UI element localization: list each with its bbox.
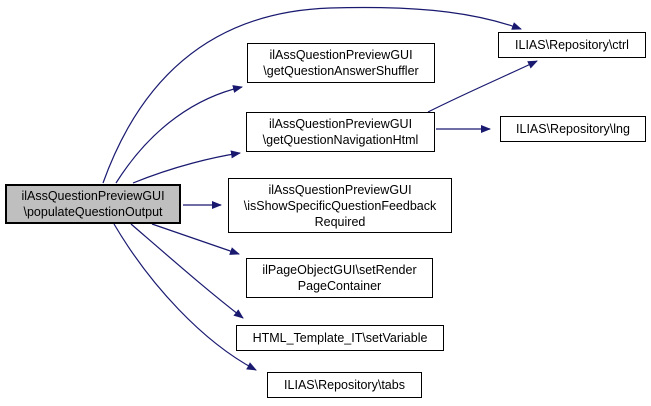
node-get-question-navigation-html[interactable]: ilAssQuestionPreviewGUI \getQuestionNavi… xyxy=(246,112,435,152)
edge-populate-to-navigation xyxy=(132,150,241,184)
node-label-line: ilPageObjectGUI\setRender xyxy=(262,263,417,277)
node-populate-question-output[interactable]: ilAssQuestionPreviewGUI \populateQuestio… xyxy=(5,184,181,224)
node-label-line: \isShowSpecificQuestionFeedback xyxy=(243,198,437,213)
node-set-render-page-container[interactable]: ilPageObjectGUI\setRender PageContainer xyxy=(246,258,433,298)
node-set-variable[interactable]: HTML_Template_IT\setVariable xyxy=(236,325,444,351)
node-label-line: \populateQuestionOutput xyxy=(23,205,163,219)
node-label-line: ilAssQuestionPreviewGUI xyxy=(268,117,413,131)
node-label-line: ilAssQuestionPreviewGUI xyxy=(21,189,165,203)
edge-navigation-to-ctrl xyxy=(427,60,538,113)
node-repository-lng[interactable]: ILIAS\Repository\lng xyxy=(500,116,646,142)
node-is-show-specific-question-feedback-required[interactable]: ilAssQuestionPreviewGUI \isShowSpecificQ… xyxy=(228,178,452,233)
node-label-line: PageContainer xyxy=(297,279,382,293)
node-label-line: HTML_Template_IT\setVariable xyxy=(252,331,428,345)
edge-populate-to-setvariable xyxy=(130,223,244,319)
node-label-line: \getQuestionAnswerShuffler xyxy=(263,64,419,78)
node-label-line: \getQuestionNavigationHtml xyxy=(262,133,419,147)
node-repository-tabs[interactable]: ILIAS\Repository\tabs xyxy=(267,372,422,398)
node-label-line: ILIAS\Repository\tabs xyxy=(284,378,405,392)
node-get-question-answer-shuffler[interactable]: ilAssQuestionPreviewGUI \getQuestionAnsw… xyxy=(247,43,435,83)
node-label-line: Required xyxy=(314,214,366,229)
node-label-line: ILIAS\Repository\lng xyxy=(516,122,630,136)
edge-populate-to-render xyxy=(151,223,240,255)
node-repository-ctrl[interactable]: ILIAS\Repository\ctrl xyxy=(498,32,646,58)
edge-populate-to-shuffler xyxy=(115,85,243,184)
node-label-line: ilAssQuestionPreviewGUI xyxy=(269,48,413,62)
edge-populate-to-tabs xyxy=(113,223,257,371)
edge-populate-to-ctrl xyxy=(102,6,522,184)
node-label-line: ilAssQuestionPreviewGUI xyxy=(268,182,412,197)
node-label-line: ILIAS\Repository\ctrl xyxy=(515,38,629,52)
